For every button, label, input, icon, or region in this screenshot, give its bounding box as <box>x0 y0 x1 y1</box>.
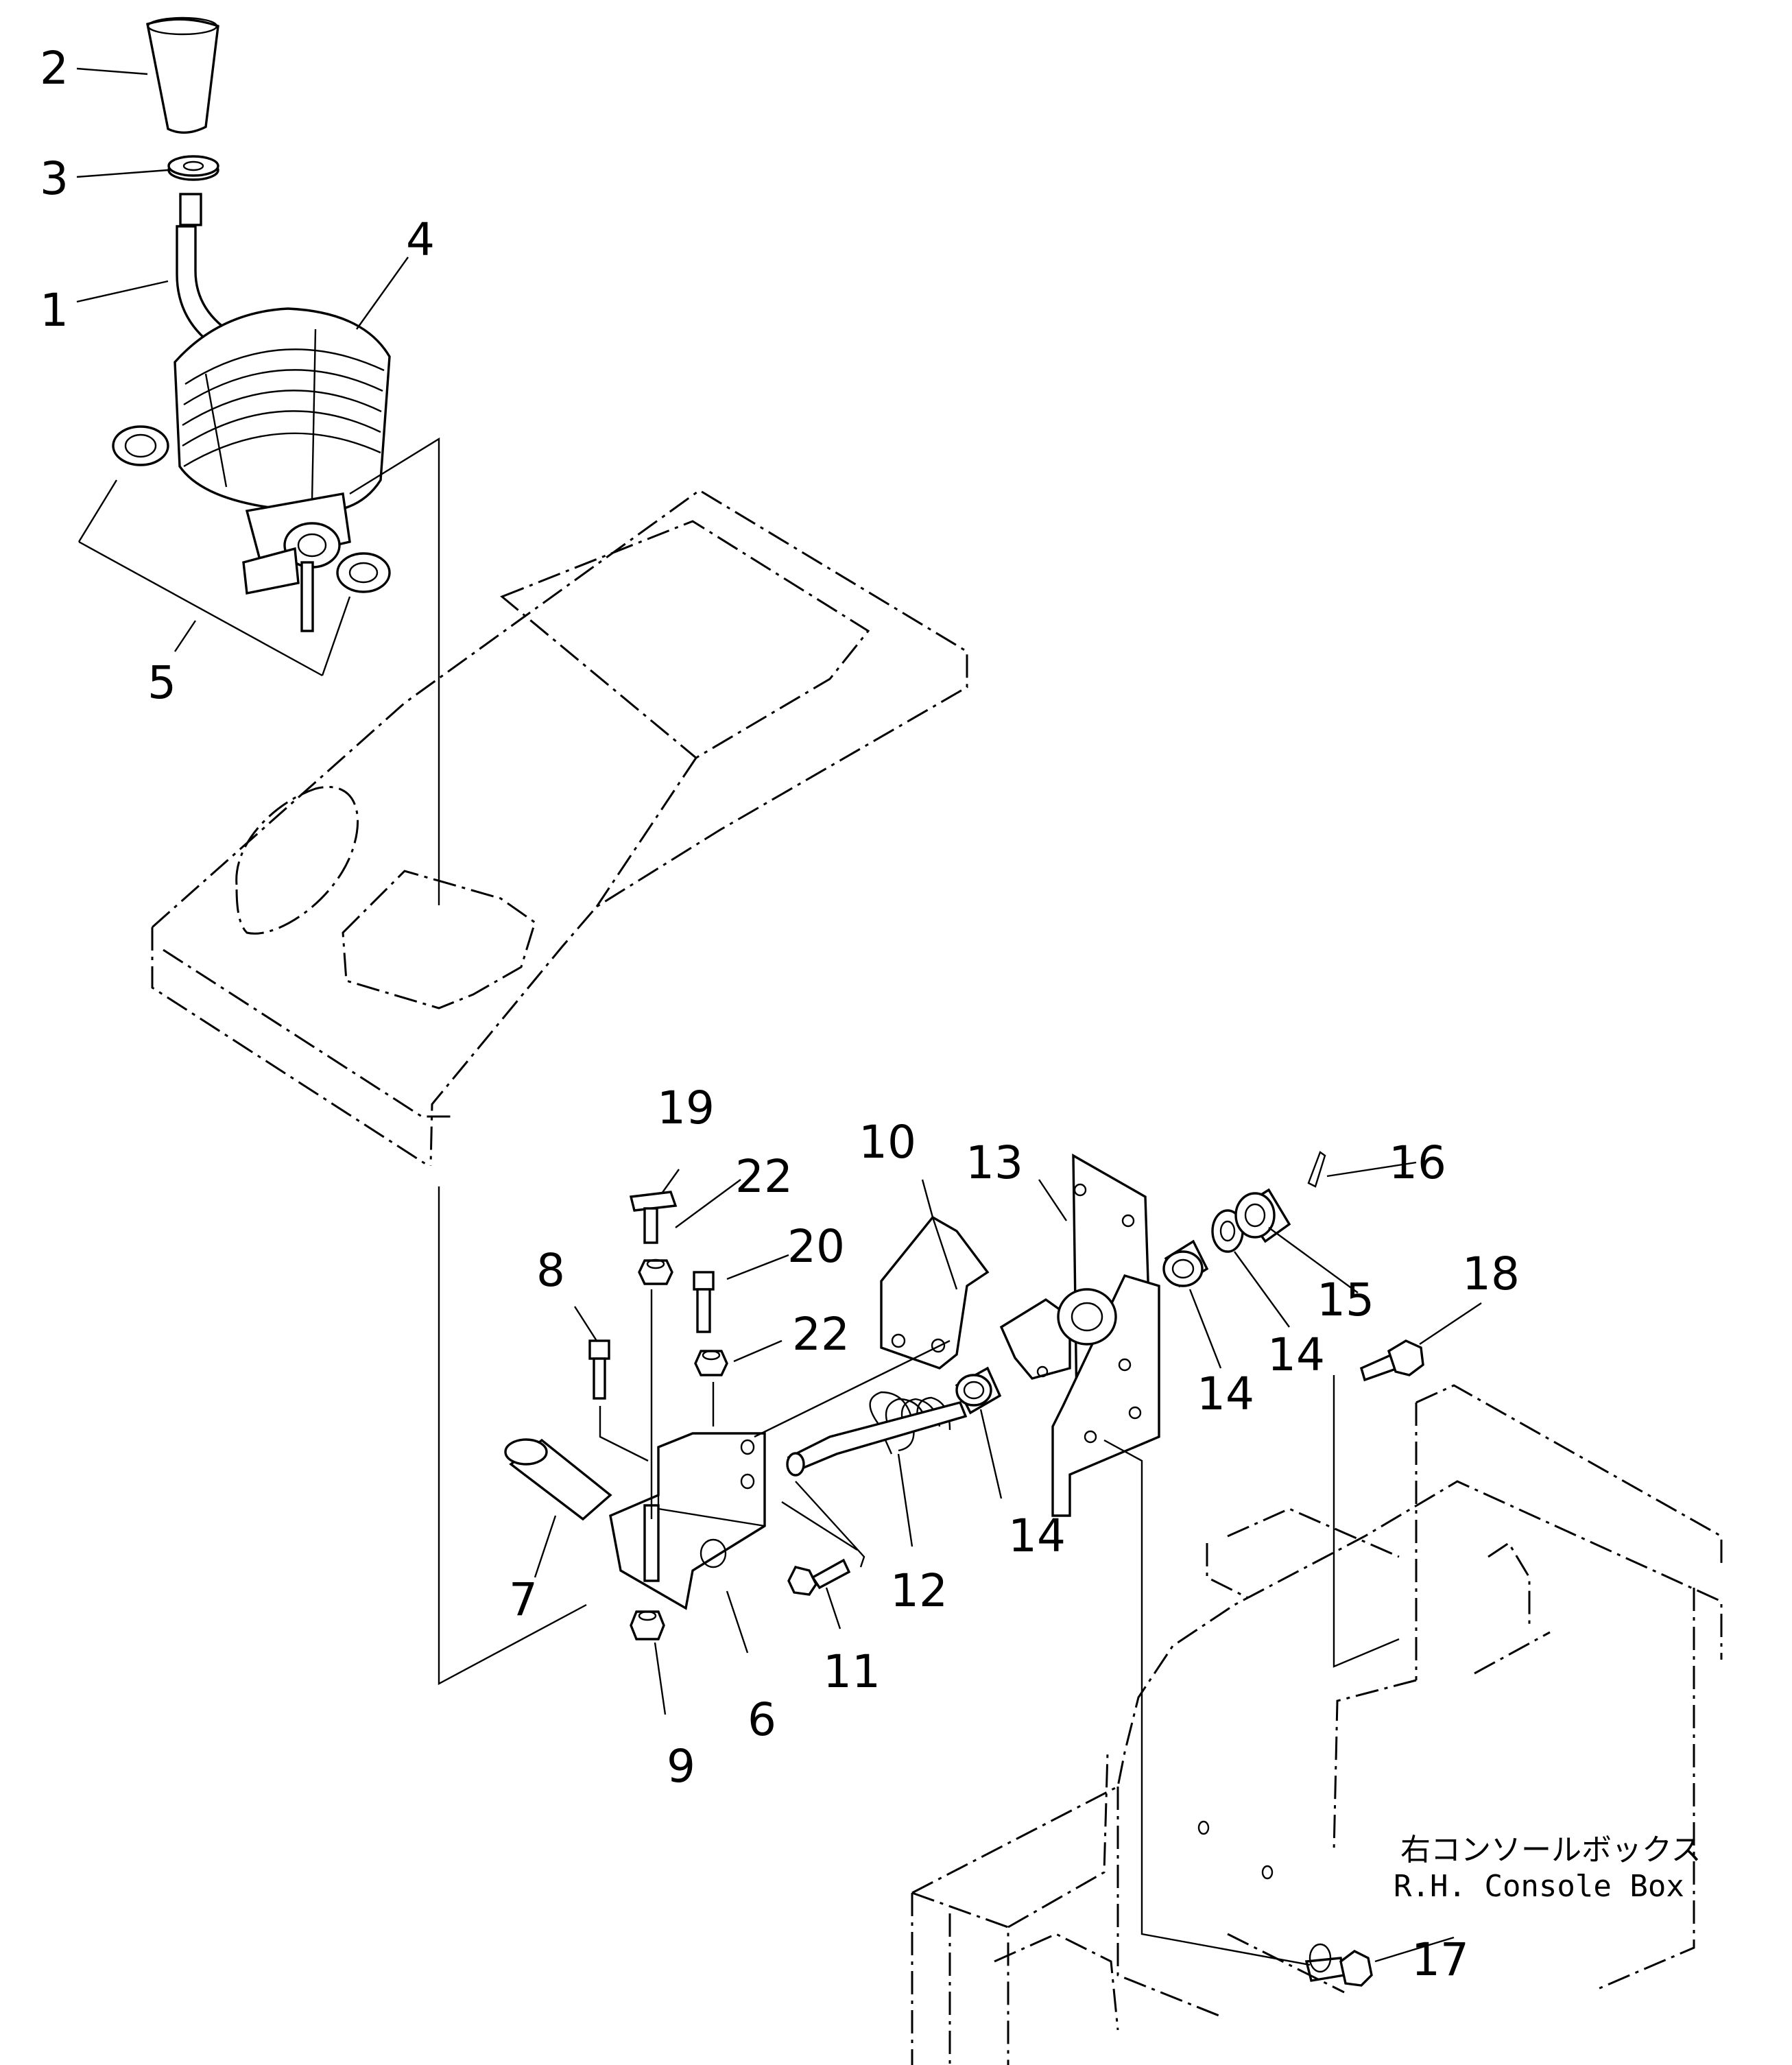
cotter-pin-part-17 <box>1307 1151 1326 1188</box>
callout-11: 11 <box>823 1645 881 1698</box>
nut-part-22a <box>638 1258 673 1285</box>
hole-a <box>1197 1820 1210 1835</box>
callout-4: 4 <box>406 213 435 266</box>
console-box-label-japanese: 右コンソールボックス <box>1400 1833 1701 1867</box>
callout-12: 12 <box>890 1564 948 1617</box>
callout-9: 9 <box>667 1740 695 1793</box>
console-cover-outline <box>151 489 968 1167</box>
hole-b <box>1261 1865 1274 1880</box>
nut-part-22b <box>694 1350 728 1376</box>
bushing-part-14a <box>955 1366 1002 1415</box>
hole-c <box>1309 1943 1332 1973</box>
callout-22b: 22 <box>792 1308 850 1361</box>
assembly-line-spring <box>795 1481 865 1568</box>
bolt-part-20 <box>629 1191 678 1244</box>
collar-part-16 <box>1234 1188 1291 1243</box>
callout-3: 3 <box>40 152 69 205</box>
lever-base-assembly <box>77 425 440 905</box>
assembly-line-spring-link <box>781 1501 858 1551</box>
callout-21: 20 <box>787 1220 845 1273</box>
callout-18: 17 <box>1411 1933 1469 1986</box>
callout-10: 10 <box>859 1116 916 1169</box>
callout-15: 14 <box>1267 1328 1325 1381</box>
assembly-line-mid <box>754 1339 951 1438</box>
callout-17: 16 <box>1389 1136 1446 1189</box>
callout-6: 6 <box>748 1693 776 1746</box>
bracket-part-13 <box>999 1154 1160 1517</box>
callout-16: 15 <box>1317 1274 1374 1326</box>
callout-14a: 14 <box>1008 1509 1066 1562</box>
rh-console-box-outline <box>911 1384 1723 2065</box>
pin-part-7 <box>504 1438 612 1521</box>
assembly-line-right-b <box>1333 1375 1400 1668</box>
callouts: 2 3 1 4 5 19 10 13 22 16 20 8 18 15 22 1… <box>40 42 1520 1986</box>
bolt-part-8 <box>588 1339 649 1462</box>
callout-22a: 22 <box>735 1150 793 1203</box>
leader-lines <box>76 67 1482 1963</box>
callout-7: 7 <box>509 1573 538 1626</box>
shaft <box>786 1400 968 1477</box>
bolt-part-18 <box>1304 1950 1373 1987</box>
callout-5: 5 <box>147 656 176 709</box>
callout-2: 2 <box>40 42 69 95</box>
console-box-label: 右コンソールボックス R.H. Console Box <box>1394 1833 1701 1904</box>
bushing-part-14b <box>1162 1239 1209 1288</box>
callout-13: 13 <box>966 1136 1023 1189</box>
lever-boot <box>174 307 391 514</box>
bolt-part-19 <box>1359 1339 1424 1382</box>
console-box-label-english: R.H. Console Box <box>1394 1869 1684 1904</box>
callout-8: 8 <box>536 1244 565 1297</box>
lever-grip <box>146 16 219 134</box>
cover-part-10 <box>880 1215 990 1370</box>
bolt-part-11 <box>787 1558 851 1596</box>
bracket-part-6 <box>609 1432 766 1610</box>
bolt-part-21 <box>693 1271 715 1333</box>
callout-1: 1 <box>40 284 69 337</box>
callout-19: 18 <box>1462 1248 1520 1300</box>
callout-14b: 14 <box>1197 1368 1254 1420</box>
callout-20: 19 <box>657 1082 715 1134</box>
assembly-line-right-a <box>1103 1439 1311 1966</box>
assembly-line-left <box>438 1186 587 1686</box>
nut-part-9 <box>630 1610 665 1640</box>
nut-part-3 <box>167 155 219 181</box>
